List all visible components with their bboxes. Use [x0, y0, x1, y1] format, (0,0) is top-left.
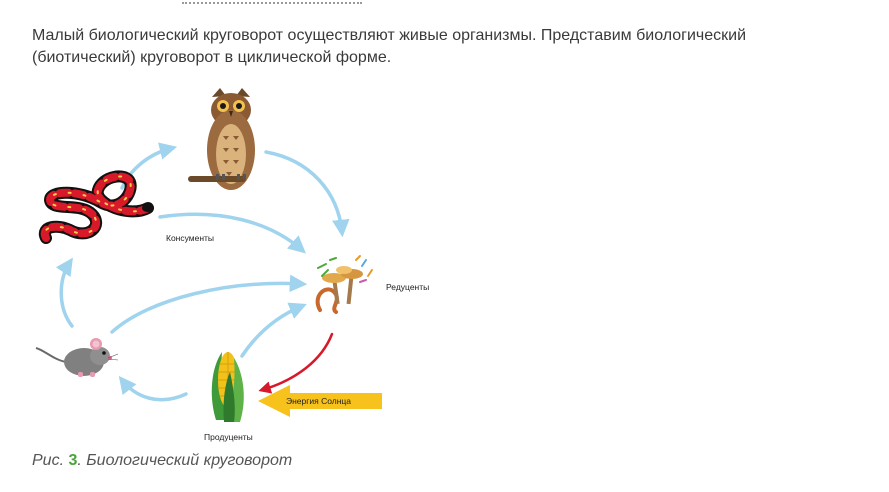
arrow-decomposers-to-producers — [258, 332, 334, 394]
label-producers: Продуценты — [204, 432, 253, 442]
biological-cycle-figure: Энергия Солнца — [30, 80, 450, 452]
intro-paragraph: Малый биологический круговорот осуществл… — [32, 27, 747, 66]
figure-caption: Рис. 3. Биологический круговорот — [32, 452, 292, 470]
mouse-icon — [35, 338, 119, 377]
sun-energy-arrow-icon — [258, 385, 382, 417]
label-sun-energy: Энергия Солнца — [286, 396, 351, 406]
top-cut-text-remnant — [32, 0, 452, 4]
caption-title: . Биологический круговорот — [77, 452, 293, 469]
owl-icon — [188, 88, 255, 190]
corn-icon — [211, 352, 244, 422]
arrow-corn-to-decomposers — [240, 302, 307, 358]
label-decomposers: Редуценты — [386, 282, 429, 292]
arrow-mouse-to-decomposers — [110, 274, 308, 334]
label-consumers: Консументы — [166, 233, 214, 243]
arrow-owl-to-decomposers — [264, 150, 350, 238]
arrow-mouse-to-snake — [55, 257, 74, 328]
caption-number: 3 — [68, 452, 78, 469]
arrow-corn-to-mouse — [118, 375, 188, 402]
arrow-snake-to-decomposers — [158, 212, 306, 254]
mushroom-icon — [315, 255, 373, 314]
snake-icon — [38, 170, 154, 244]
flow-arrows — [55, 142, 350, 402]
caption-prefix: Рис. — [32, 452, 65, 469]
